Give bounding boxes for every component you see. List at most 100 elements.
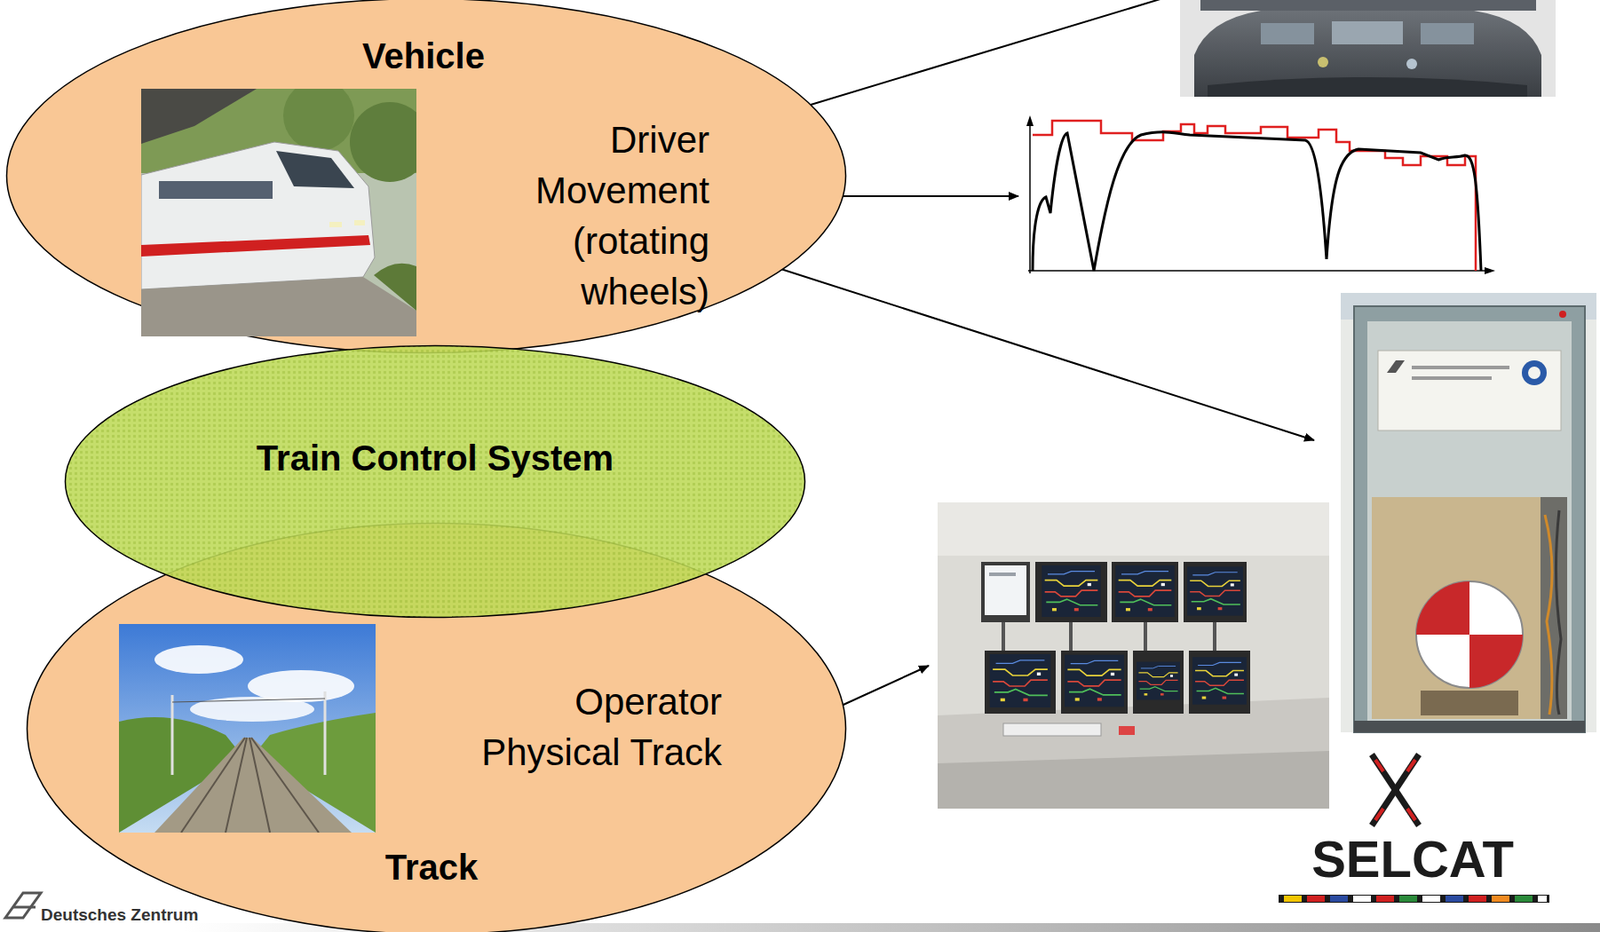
leader-lines-part: [781, 0, 1164, 114]
cabinet-photo-part: [1416, 581, 1470, 635]
cabinet-photo-part: [1386, 360, 1405, 373]
control-room-photo-part: [937, 751, 1330, 809]
control-room-photo-part: [1143, 622, 1148, 651]
cab-photo-part: [1200, 0, 1537, 11]
cab-photo: [1180, 0, 1556, 97]
selcat-logo-part: [1468, 895, 1487, 903]
ellipse-node: VehicleDriverMovement (rotating wheels): [5, 0, 848, 355]
leader-lines-part: [834, 195, 1019, 198]
selcat-logo-part: [1371, 754, 1419, 826]
control-room-photo-part: [1188, 650, 1251, 714]
speed-chart-part: [1032, 132, 1482, 271]
dlr-logo: [5, 893, 41, 919]
selcat-logo-part: [1283, 895, 1302, 903]
train-photo-part: [276, 150, 355, 189]
ellipse-node: Train Control System: [63, 344, 807, 619]
node-text: Driver: [443, 114, 710, 166]
control-room-photo-part: [937, 502, 1330, 556]
selcat-logo-part: [1376, 895, 1395, 903]
text-slot: Deutsches Zentrum: [40, 905, 272, 926]
node-heading: Train Control System: [99, 435, 771, 481]
ellipse-hatch: [65, 346, 805, 618]
cabinet-photo: [1340, 293, 1597, 733]
track-photo-part: [118, 624, 376, 833]
selcat-logo-part: [1375, 760, 1384, 772]
cabinet-photo-part: [1378, 350, 1561, 431]
train-photo-part: [158, 181, 273, 199]
control-room-photo-part: [1115, 565, 1174, 618]
cab-photo-part: [1406, 58, 1418, 70]
track-photo-part: [225, 737, 247, 833]
train-photo: [141, 88, 417, 337]
node-heading: Track: [298, 845, 565, 890]
cabinet-photo-part: [1411, 376, 1492, 381]
control-room-photo-part: [1118, 726, 1135, 736]
cabinet-photo-part: [1354, 720, 1585, 733]
speed-chart: [1026, 115, 1496, 275]
selcat-logo-part: [1514, 895, 1533, 903]
selcat-logo-part: [1422, 895, 1441, 903]
cabinet-photo-part: [1420, 690, 1519, 716]
control-room-photo-part: [1132, 650, 1184, 714]
control-room-photo: [937, 502, 1330, 809]
cab-photo-part: [1260, 23, 1315, 45]
control-room-photo-part: [1111, 562, 1179, 623]
selcat-logo-part: [1278, 895, 1550, 903]
selcat-logo-part: [1375, 808, 1384, 821]
node-text: Physical Track: [402, 727, 722, 778]
cabinet-photo-part: [1555, 510, 1561, 715]
node-text: Operator: [402, 676, 722, 728]
control-room-photo-part: [989, 572, 1016, 577]
control-room-photo-part: [1064, 655, 1125, 708]
control-room-photo-part: [1192, 657, 1247, 705]
selcat-logo-part: [1407, 760, 1416, 772]
cab-photo-part: [1207, 77, 1528, 97]
control-room-photo-part: [1183, 562, 1247, 623]
control-room-photo-part: [984, 565, 1027, 616]
institute-name: Deutsches Zentrum: [40, 905, 272, 926]
dlr-logo-part: [12, 906, 36, 910]
selcat-logo-part: [1306, 895, 1325, 903]
node-text: Movement (rotating wheels): [478, 165, 710, 317]
text-slot: Movement (rotating wheels): [478, 165, 710, 317]
train-photo-part: [141, 88, 257, 144]
control-room-photo-part: [1187, 566, 1244, 616]
track-photo-part: [251, 737, 319, 833]
cab-photo-part: [1317, 56, 1329, 68]
cabinet-photo-part: [1340, 293, 1597, 733]
selcat-logo-part: [1491, 895, 1510, 903]
leader-lines: [772, 0, 1315, 713]
track-photo-part: [172, 698, 325, 703]
control-room-photo-part: [1041, 565, 1101, 618]
track-photo-part: [249, 737, 270, 833]
train-photo-part: [141, 277, 417, 337]
text-slot: Driver: [443, 114, 710, 166]
control-room-photo-part: [984, 650, 1056, 714]
speed-chart-part: [1026, 115, 1034, 127]
cabinet-photo-part: [1416, 581, 1523, 689]
control-room-photo-part: [981, 562, 1030, 623]
selcat-logo-part: [1353, 895, 1371, 903]
control-room-photo-part: [1069, 622, 1073, 651]
text-slot: SELCAT: [1279, 830, 1546, 889]
train-photo-part: [373, 263, 417, 311]
train-photo-part: [349, 102, 417, 183]
selcat-logo: [1278, 754, 1550, 903]
cab-photo-part: [1194, 10, 1542, 97]
train-photo-part: [283, 88, 355, 151]
speed-chart-part: [1029, 118, 1031, 274]
cabinet-photo-part: [1559, 310, 1567, 318]
text-slot: Operator: [402, 676, 722, 728]
cabinet-photo-part: [1354, 306, 1585, 733]
logo-text: SELCAT: [1279, 830, 1546, 889]
track-photo-part: [154, 645, 244, 674]
text-slot: Physical Track: [402, 727, 722, 778]
leader-lines-part: [772, 266, 1315, 441]
dlr-logo-part: [5, 893, 41, 919]
selcat-logo-part: [1371, 754, 1419, 826]
selcat-logo-part: [1445, 895, 1464, 903]
cab-photo-part: [1420, 23, 1474, 45]
control-room-photo-part: [937, 502, 1330, 809]
cab-photo-part: [1180, 0, 1556, 97]
